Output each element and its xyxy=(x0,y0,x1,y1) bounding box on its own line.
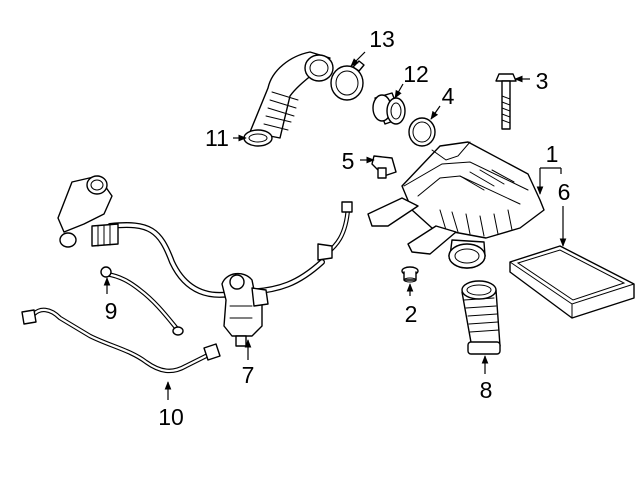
callout-2: 2 xyxy=(405,301,418,327)
callout-4: 4 xyxy=(442,83,455,109)
callout-12: 12 xyxy=(403,61,429,87)
air-cleaner-part xyxy=(367,141,545,269)
intake-hose-part xyxy=(461,280,501,355)
callout-10: 10 xyxy=(158,404,184,430)
grommet-part xyxy=(401,266,419,283)
callout-11: 11 xyxy=(205,125,229,151)
callout-13: 13 xyxy=(369,26,395,52)
vacuum-line-part xyxy=(100,266,184,336)
callout-1: 1 xyxy=(546,141,559,167)
callout-7: 7 xyxy=(242,362,255,388)
callout-9: 9 xyxy=(105,298,118,324)
coupler-part xyxy=(372,92,406,125)
sensor-part xyxy=(371,155,397,179)
callout-8: 8 xyxy=(480,377,493,403)
hose-clamp-part xyxy=(330,60,365,101)
callout-5: 5 xyxy=(342,148,355,174)
intake-duct-part xyxy=(243,51,334,147)
valve-assembly-part xyxy=(57,175,353,347)
bolt-part xyxy=(495,73,517,130)
seal-ring-part xyxy=(408,117,436,147)
leader-lines xyxy=(103,51,567,400)
filter-element-part xyxy=(509,245,635,319)
hose-assembly-part xyxy=(21,307,221,374)
callout-6: 6 xyxy=(558,179,571,205)
callout-3: 3 xyxy=(536,68,549,94)
